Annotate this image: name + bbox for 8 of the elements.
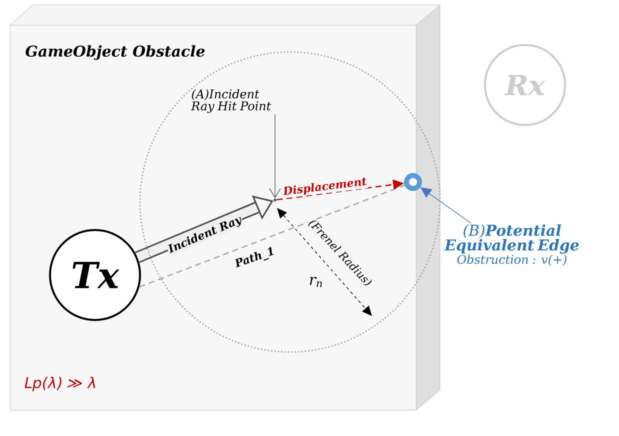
path-line [139,184,405,288]
edge-label: Displacement [282,176,368,198]
callout-text: (B)Potential Equivalent Edge Obstruction : v(+) [444,224,579,266]
callout-text: (A)Incident Ray Hit Point [191,89,272,113]
formula-label: Lp(λ) ≫ λ [22,376,96,392]
leader-line [269,114,281,198]
edge-ring [404,173,422,191]
hit-point [274,198,276,202]
